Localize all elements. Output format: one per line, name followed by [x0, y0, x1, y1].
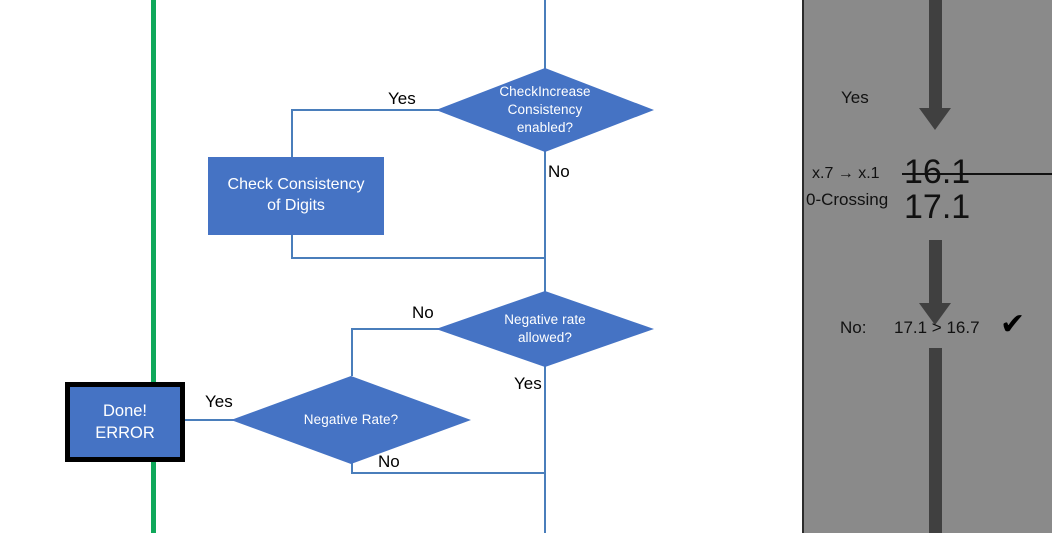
edge-label-check-increase-no: No [548, 162, 570, 181]
connector-yes-below-process [291, 235, 293, 259]
arrow-shaft-top [929, 0, 942, 110]
edge-label-check-increase-yes: Yes [388, 89, 416, 108]
connector-yes-to-done-error [172, 419, 240, 421]
arrow-head-middle-icon [919, 303, 951, 325]
diamond-shape-icon [436, 68, 654, 152]
connector-no-right-to-trunk [351, 472, 546, 474]
arrow-shaft-bottom [929, 348, 942, 533]
annotation-panel: Yes x.7 → x.1 0-Crossing 16.1 17.1 No: 1… [802, 0, 1052, 533]
panel-zero-crossing-label: 0-Crossing [806, 190, 889, 209]
connector-top-trunk [544, 0, 546, 85]
arrow-head-top-icon [919, 108, 951, 130]
panel-rounding-rule: x.7 → x.1 [812, 165, 880, 182]
arrow-shaft-middle [929, 240, 942, 305]
diamond-shape-icon [436, 291, 654, 367]
decision-negative-rate-allowed[interactable]: Negative rate allowed? [436, 291, 654, 367]
panel-value-result: 17.1 [904, 188, 971, 226]
terminator-label: Done! ERROR [95, 401, 155, 442]
connector-yes-trunk-decision2 [544, 365, 546, 533]
decision-label: Negative rate allowed? [504, 311, 586, 345]
edge-label-negative-allowed-no: No [412, 303, 434, 322]
connector-no-trunk-decision1 [544, 150, 546, 302]
decision-label: CheckIncrease Consistency enabled? [499, 83, 591, 136]
decision-label: Negative Rate? [303, 411, 399, 427]
decision-check-increase-consistency[interactable]: CheckIncrease Consistency enabled? [436, 68, 654, 152]
process-label: Check Consistency of Digits [227, 176, 365, 214]
panel-step-yes-label: Yes [841, 88, 869, 107]
edge-label-negative-rate-yes: Yes [205, 392, 233, 411]
decision-negative-rate[interactable]: Negative Rate? [231, 376, 471, 464]
green-divider-line [151, 0, 156, 533]
diamond-shape-icon [231, 376, 471, 464]
panel-comparison-prefix: No: [840, 318, 867, 337]
process-check-consistency-of-digits[interactable]: Check Consistency of Digits [208, 157, 384, 235]
connector-no-left-from-decision2 [351, 328, 441, 330]
panel-value-struck: 16.1 [902, 155, 1052, 189]
connector-yes-return-to-trunk [291, 257, 546, 259]
connector-yes-down-to-process [291, 109, 293, 157]
connector-yes-left-from-decision1 [291, 109, 441, 111]
check-mark-icon: ✔ [1000, 307, 1026, 342]
terminator-done-error[interactable]: Done! ERROR [65, 382, 185, 462]
edge-label-negative-rate-no: No [378, 452, 400, 471]
edge-label-negative-allowed-yes: Yes [514, 374, 542, 393]
panel-comparison: 17.1 > 16.7 [894, 318, 980, 337]
connector-no-down-to-decision3 [351, 328, 353, 376]
